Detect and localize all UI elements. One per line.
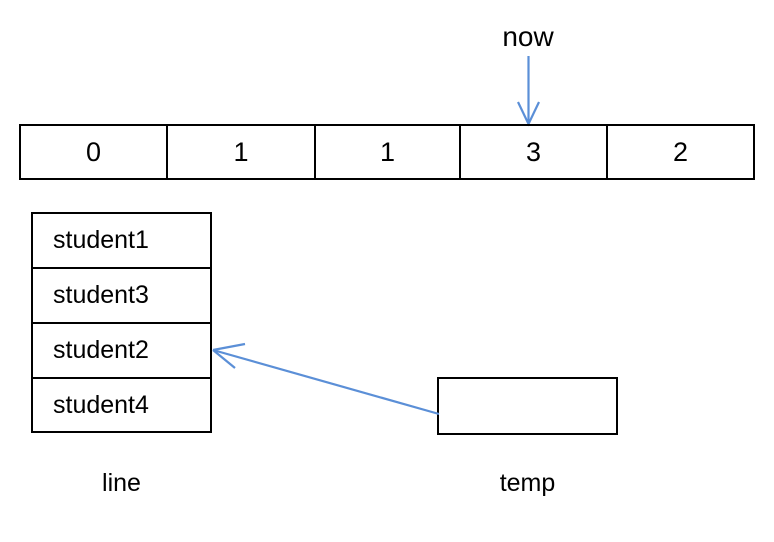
now-pointer-label: now	[502, 21, 554, 52]
now-arrow-icon	[517, 56, 540, 127]
line-list: student1 student3 student2 student4	[31, 212, 212, 433]
list-item[interactable]: student1	[33, 214, 210, 269]
line-list-label: line	[102, 469, 141, 497]
array-cell[interactable]: 0	[21, 126, 168, 178]
array-cell[interactable]: 2	[672, 136, 689, 167]
temp-box[interactable]	[437, 377, 618, 435]
array-cell[interactable]: 1	[316, 126, 461, 178]
list-item[interactable]: student2	[33, 324, 210, 379]
array-strip: 0 1 1 3 2	[19, 124, 755, 180]
temp-arrow-icon	[212, 342, 440, 416]
list-item[interactable]: student3	[33, 269, 210, 324]
temp-box-label: temp	[499, 469, 556, 497]
array-cell[interactable]: 1	[168, 126, 316, 178]
list-item[interactable]: student4	[53, 390, 149, 419]
array-cell[interactable]: 3	[461, 126, 608, 178]
